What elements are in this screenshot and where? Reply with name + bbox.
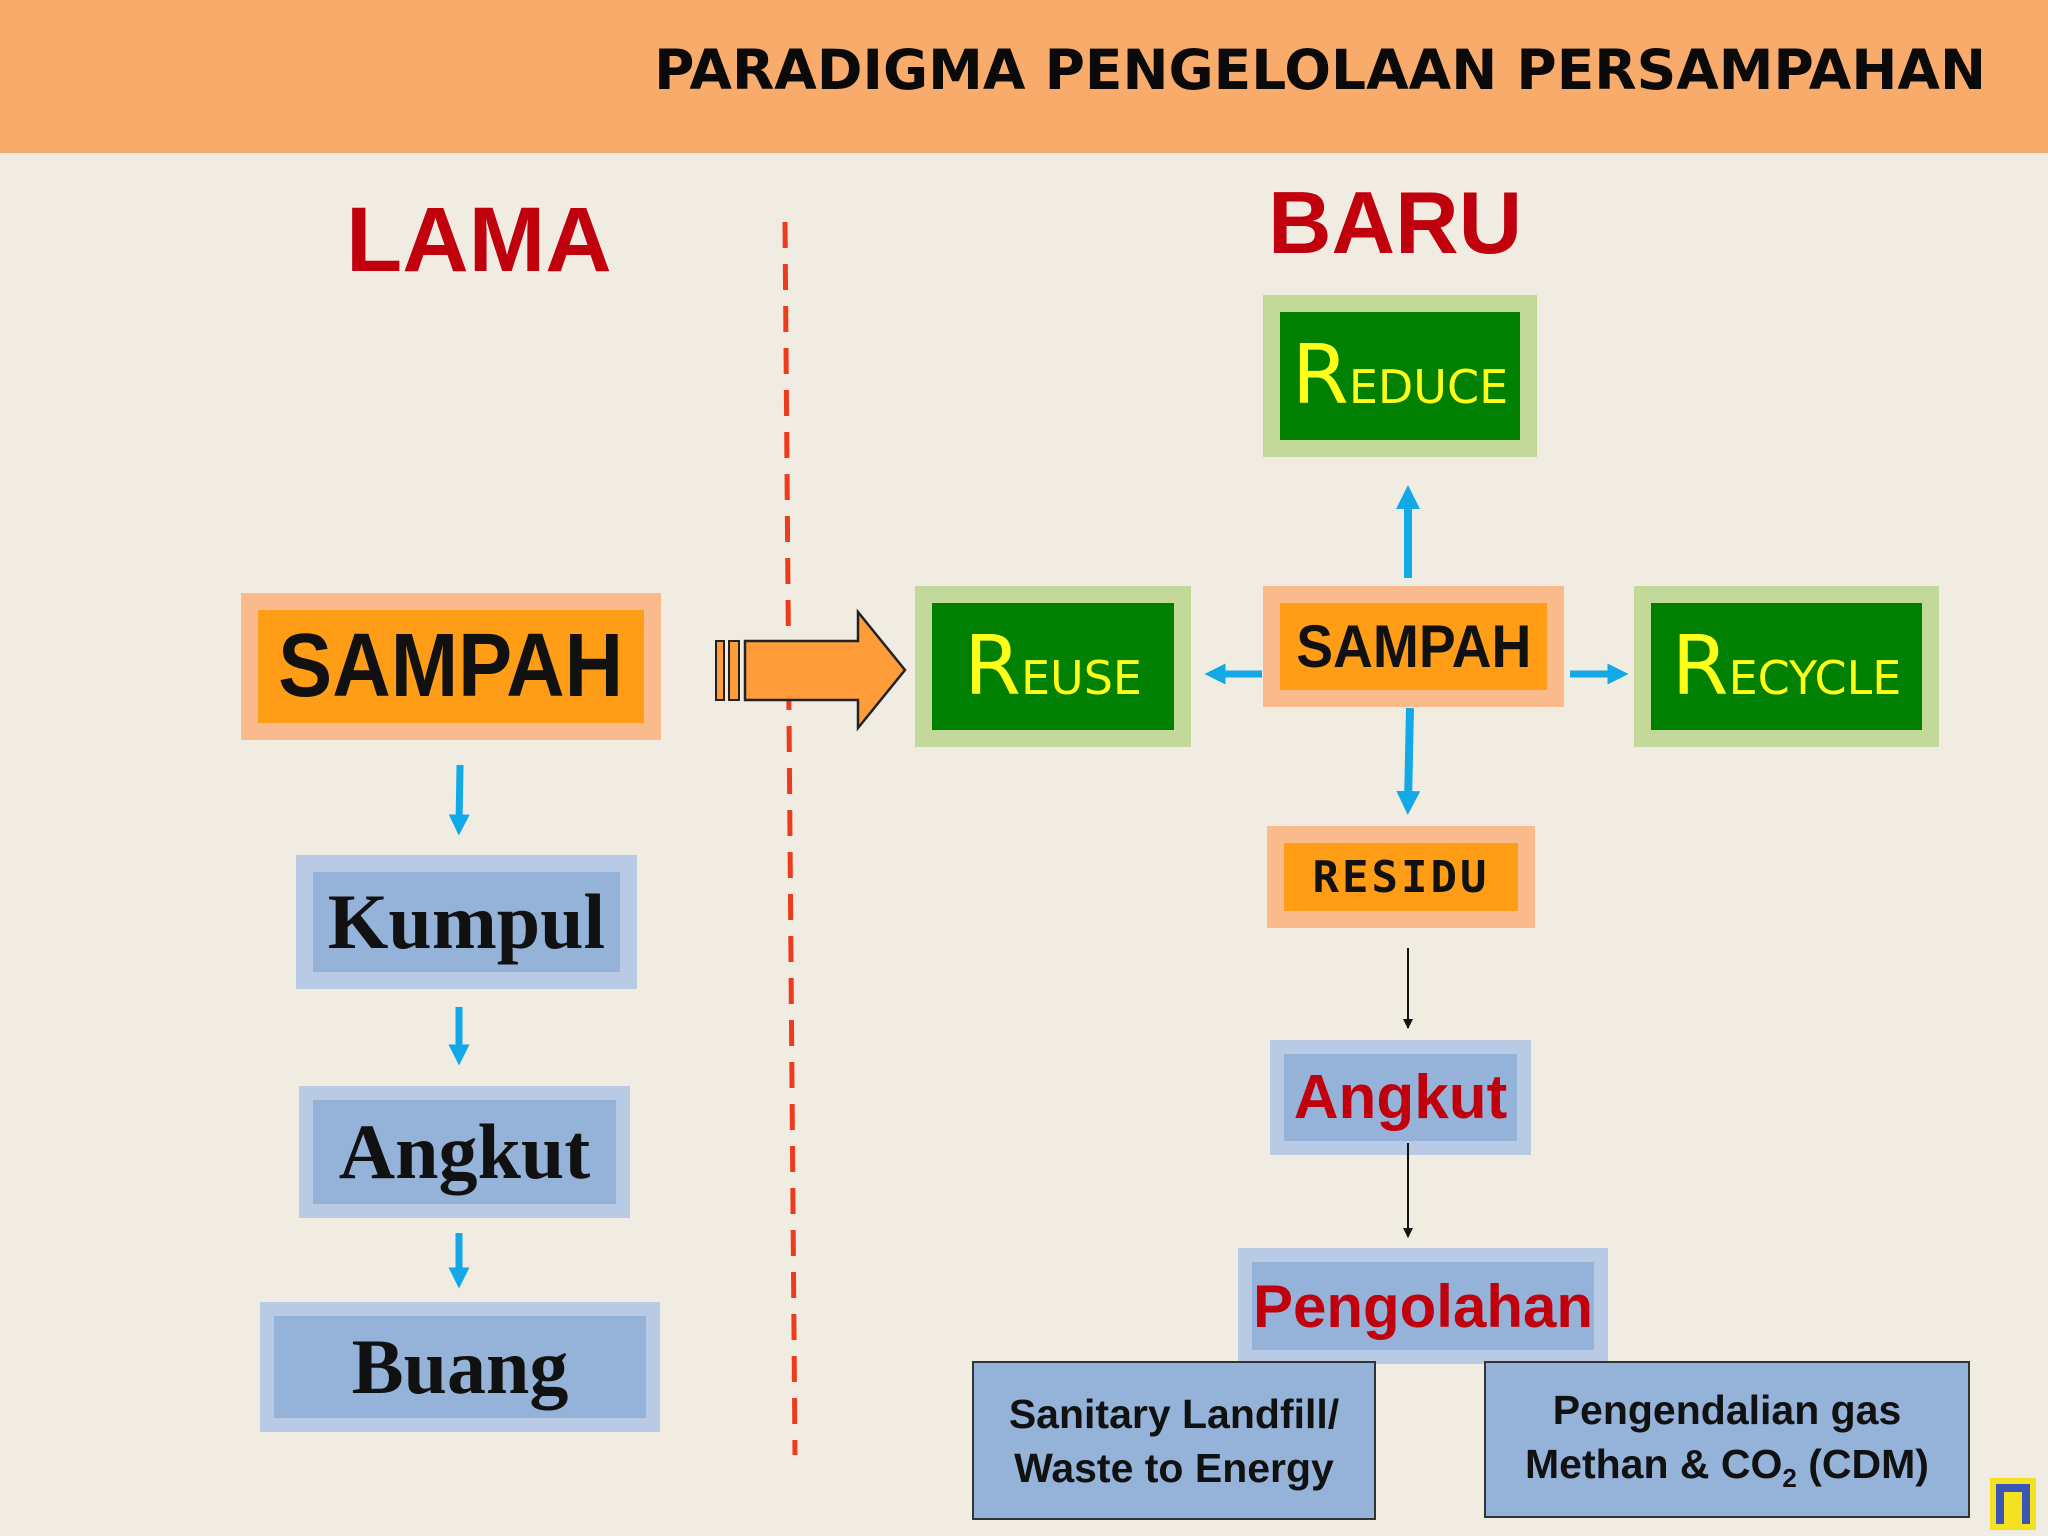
logo-icon	[1990, 1478, 2036, 1530]
landfill-output-box: Sanitary Landfill/ Waste to Energy	[972, 1361, 1376, 1520]
lama-sampah-inner: SAMPAH	[258, 610, 644, 723]
reuse-box: REUSE	[915, 586, 1191, 747]
lama-kumpul-inner: Kumpul	[313, 872, 620, 972]
baru-sampah-label: SAMPAH	[1295, 613, 1532, 680]
residu-box: RESIDU	[1267, 826, 1535, 928]
baru-angkut-inner: Angkut	[1284, 1054, 1517, 1141]
baru-angkut-box: Angkut	[1270, 1040, 1531, 1155]
reuse-inner: REUSE	[932, 603, 1174, 730]
baru-heading: BARU	[1268, 173, 1523, 272]
reduce-label: REDUCE	[1291, 328, 1509, 423]
lama-angkut-box: Angkut	[299, 1086, 630, 1218]
gas-line2: Methan & CO2 (CDM)	[1525, 1441, 1929, 1494]
lama-kumpul-label: Kumpul	[327, 878, 606, 965]
lama-heading: LAMA	[346, 189, 612, 291]
recycle-box: RECYCLE	[1634, 586, 1939, 747]
baru-sampah-box: SAMPAH	[1263, 586, 1564, 707]
recycle-label: RECYCLE	[1671, 618, 1902, 714]
lama-angkut-label: Angkut	[338, 1108, 591, 1195]
transition-block-arrow	[715, 608, 907, 732]
divider-line	[782, 221, 798, 1456]
lama-buang-label: Buang	[351, 1323, 569, 1410]
landfill-line2: Waste to Energy	[1014, 1445, 1334, 1491]
recycle-inner: RECYCLE	[1651, 603, 1922, 730]
pengolahan-box: Pengolahan	[1238, 1248, 1608, 1364]
lama-sampah-box: SAMPAH	[241, 593, 661, 740]
gas-output-box: Pengendalian gas Methan & CO2 (CDM)	[1484, 1361, 1970, 1518]
arrow-to-residu	[1396, 707, 1421, 815]
lama-angkut-inner: Angkut	[313, 1100, 616, 1204]
arrow-sampah-kumpul	[448, 764, 470, 836]
residu-inner: RESIDU	[1284, 843, 1518, 911]
page-title: PARADIGMA PENGELOLAAN PERSAMPAHAN	[654, 38, 1986, 102]
residu-label: RESIDU	[1312, 851, 1490, 903]
lama-kumpul-box: Kumpul	[296, 855, 637, 989]
reuse-label: REUSE	[964, 618, 1142, 714]
lama-sampah-label: SAMPAH	[278, 616, 624, 716]
baru-angkut-label: Angkut	[1293, 1063, 1508, 1132]
pengolahan-label: Pengolahan	[1252, 1272, 1594, 1340]
reduce-box: REDUCE	[1263, 295, 1537, 457]
landfill-line1: Sanitary Landfill/	[1008, 1391, 1340, 1437]
gas-line1: Pengendalian gas	[1552, 1387, 1902, 1433]
pengolahan-inner: Pengolahan	[1252, 1262, 1594, 1350]
lama-buang-inner: Buang	[274, 1316, 646, 1418]
baru-sampah-inner: SAMPAH	[1280, 603, 1547, 690]
header-bar	[0, 0, 2048, 153]
reduce-inner: REDUCE	[1280, 312, 1520, 440]
lama-buang-box: Buang	[260, 1302, 660, 1432]
